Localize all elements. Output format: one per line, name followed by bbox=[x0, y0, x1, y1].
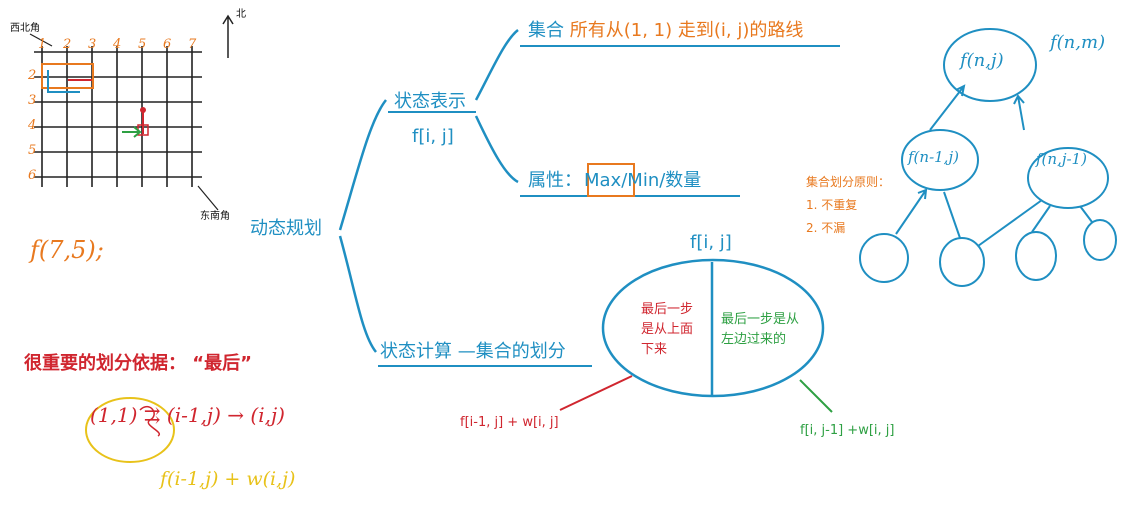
right-formula: f[i, j-1] +w[i, j] bbox=[800, 423, 895, 438]
set-prefix: 集合 bbox=[528, 20, 564, 41]
ellipse-right-line-1: 最后一步是从 bbox=[721, 312, 800, 327]
grid-red-dot bbox=[140, 107, 146, 113]
north-arrow bbox=[222, 14, 234, 58]
ellipse-right-line-2: 左边过来的 bbox=[721, 332, 787, 347]
handwritten-formula: f(i-1,j) + w(i,j) bbox=[160, 468, 296, 490]
state-repr-expr: f[i, j] bbox=[412, 126, 454, 147]
grid-column-number: 1 bbox=[38, 37, 47, 52]
set-line: 集合 所有从(1, 1) 走到(i, j)的路线 bbox=[528, 22, 803, 40]
grid-column-number: 3 bbox=[88, 37, 97, 52]
principle-item-1: 1. 不重复 bbox=[806, 198, 858, 212]
red-pointer bbox=[559, 375, 633, 411]
grid-row-number: 3 bbox=[28, 93, 37, 108]
principle-item-2: 2. 不漏 bbox=[806, 221, 846, 235]
nw-pointer bbox=[29, 33, 53, 47]
branch-root bbox=[338, 99, 387, 231]
grid-column-number: 4 bbox=[113, 37, 122, 52]
max-box bbox=[587, 163, 635, 197]
set-description: 所有从(1, 1) 走到(i, j)的路线 bbox=[569, 20, 804, 41]
state-calc-label: 状态计算 —集合的划分 bbox=[380, 341, 566, 362]
se-pointer bbox=[197, 185, 219, 211]
tree-leaf-4 bbox=[1083, 219, 1117, 261]
state-repr-label: 状态表示 bbox=[394, 91, 466, 112]
ellipse-left-line-2: 是从上面 bbox=[641, 322, 694, 337]
ellipse-title: f[i, j] bbox=[690, 232, 732, 253]
branch-repr-up bbox=[474, 29, 519, 101]
ellipse-right-text: 最后一步是从 左边过来的 bbox=[721, 310, 799, 350]
tree-node-top-label: f(n,j) bbox=[960, 50, 1004, 71]
grid-lines bbox=[34, 46, 202, 187]
tree bbox=[859, 28, 1117, 287]
ellipse-left-line-1: 最后一步 bbox=[641, 302, 694, 317]
tree-leaf-1 bbox=[859, 233, 909, 283]
attr-max: Max bbox=[584, 170, 622, 191]
root-node: 动态规划 bbox=[250, 218, 322, 239]
attr-line: 属性：Max/Min/数量 bbox=[528, 172, 701, 190]
tree-leaf-3 bbox=[1015, 231, 1057, 281]
grid-blue-path bbox=[47, 70, 80, 93]
branch-root-down bbox=[338, 235, 377, 353]
tree-node-top bbox=[943, 28, 1037, 102]
tree-node-left bbox=[901, 129, 979, 191]
handwritten-f-example: f(7,5); bbox=[30, 236, 104, 264]
ellipse-left-line-3: 下来 bbox=[641, 342, 668, 357]
nw-corner-label: 西北角 bbox=[10, 23, 40, 34]
grid-row-number: 6 bbox=[28, 168, 37, 183]
handwritten-path: (1,1) ⇉ (i-1,j) → (i,j) bbox=[90, 403, 285, 427]
ellipse-left-text: 最后一步 是从上面 下来 bbox=[641, 300, 693, 360]
tree-node-left-label: f(n-1,j) bbox=[908, 148, 959, 166]
tree-label-top-right: f(n,m) bbox=[1050, 32, 1106, 53]
tree-node-right bbox=[1027, 147, 1109, 209]
attr-prefix: 属性： bbox=[528, 170, 582, 191]
north-label: 北 bbox=[236, 9, 246, 20]
grid-column-number: 2 bbox=[63, 37, 72, 52]
se-corner-label: 东南角 bbox=[200, 211, 230, 222]
grid-row-number: 4 bbox=[28, 118, 37, 133]
tree-leaf-2 bbox=[939, 237, 985, 287]
grid-column-number: 6 bbox=[163, 37, 172, 52]
grid-row-number: 2 bbox=[28, 68, 37, 83]
grid-column-number: 7 bbox=[188, 37, 197, 52]
branch-repr-down bbox=[474, 115, 519, 184]
yellow-highlight bbox=[85, 397, 175, 463]
principles-title: 集合划分原则： bbox=[806, 175, 891, 189]
left-formula: f[i-1, j] + w[i, j] bbox=[460, 415, 559, 430]
grid-green-arrow bbox=[122, 126, 142, 138]
yellow-scribble bbox=[139, 405, 161, 437]
grid-highlight-box bbox=[41, 63, 94, 89]
attr-rest: /Min/数量 bbox=[621, 170, 702, 191]
green-pointer bbox=[799, 379, 833, 413]
grid-column-number: 5 bbox=[138, 37, 147, 52]
tree-node-right-label: f(n,j-1) bbox=[1036, 150, 1087, 168]
grid-row-number: 5 bbox=[28, 143, 37, 158]
important-basis: 很重要的划分依据： “最后” bbox=[24, 353, 252, 374]
